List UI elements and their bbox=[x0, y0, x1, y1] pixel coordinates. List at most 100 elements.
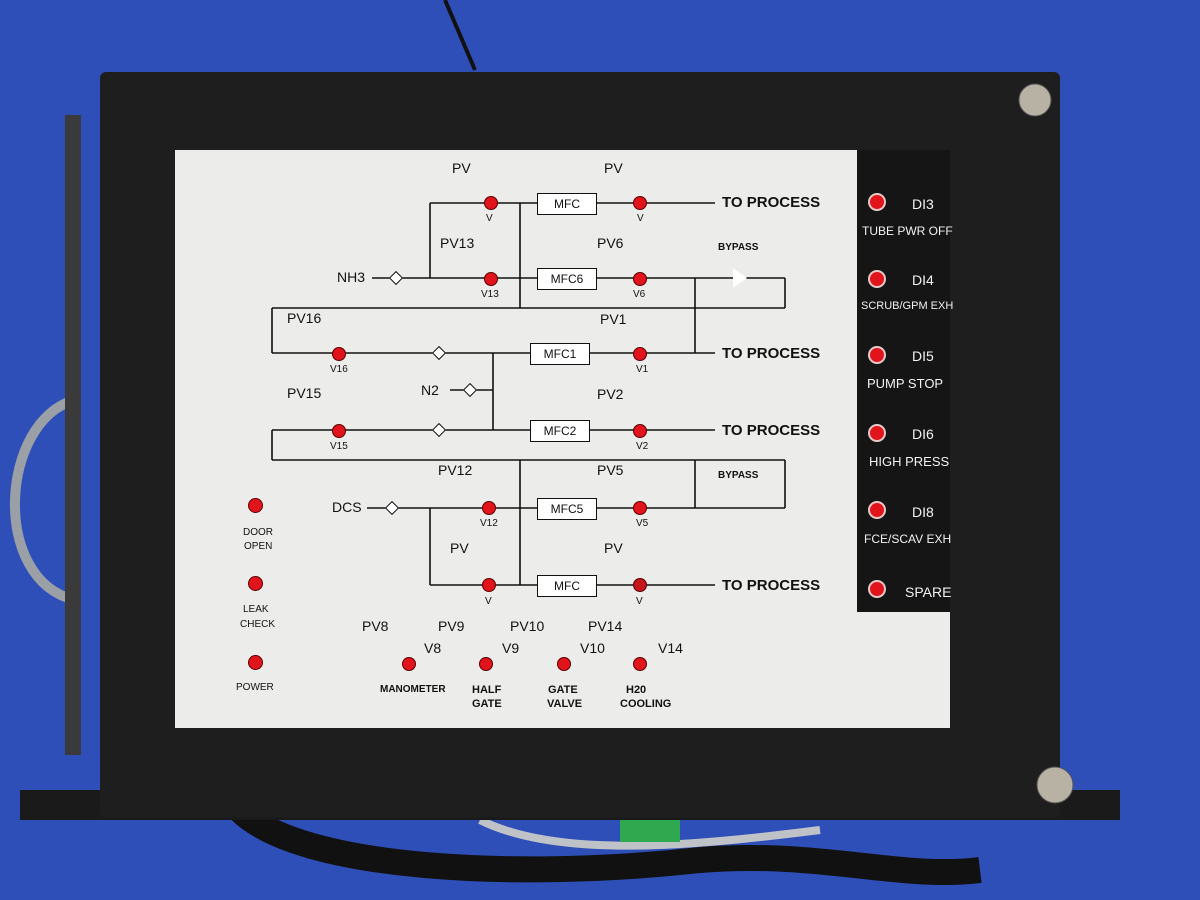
valve-led bbox=[633, 501, 647, 515]
side-code-di3: DI3 bbox=[912, 196, 934, 212]
indicator-label-leak: LEAK bbox=[243, 604, 269, 615]
bypass-label-1: BYPASS bbox=[718, 242, 759, 253]
side-led-di5 bbox=[868, 346, 886, 364]
valve-label-v-r6b: V bbox=[636, 596, 643, 607]
source-n2: N2 bbox=[421, 382, 439, 398]
side-cable bbox=[9, 395, 77, 605]
source-nh3: NH3 bbox=[337, 269, 366, 285]
bottom-valve-pv14: PV14 bbox=[588, 618, 623, 634]
valve-label-v-r1b: V bbox=[637, 213, 644, 224]
source-dcs: DCS bbox=[332, 499, 362, 515]
mfc-box-1b: MFC1 bbox=[530, 343, 590, 365]
indicator-label-open: OPEN bbox=[244, 541, 273, 552]
bottom-valve-caption-valve: VALVE bbox=[547, 698, 583, 710]
check-valve-icon bbox=[462, 382, 478, 398]
side-desc-di8: FCE/SCAV EXH bbox=[864, 532, 952, 546]
bottom-valve-caption-gate: GATE bbox=[472, 698, 502, 710]
valve-led bbox=[332, 347, 346, 361]
valve-label-v2: V2 bbox=[636, 441, 649, 452]
side-led-di6 bbox=[868, 424, 886, 442]
side-desc-di6: HIGH PRESS bbox=[869, 454, 950, 469]
valve-label-v15: V15 bbox=[330, 441, 348, 452]
indicator-led-power bbox=[248, 655, 263, 670]
side-led-di3 bbox=[868, 193, 886, 211]
side-code-di4: DI4 bbox=[912, 272, 934, 288]
valve-label-v12: V12 bbox=[480, 518, 498, 529]
mfc-box-bottom: MFC bbox=[537, 575, 597, 597]
mfc-box-5: MFC5 bbox=[537, 498, 597, 520]
valve-label-pv-r1b: PV bbox=[604, 160, 623, 176]
bottom-valve-v8: V8 bbox=[424, 640, 442, 656]
valve-led bbox=[484, 196, 498, 210]
bottom-valve-pv8: PV8 bbox=[362, 618, 389, 634]
side-led-di4 bbox=[868, 270, 886, 288]
valve-led bbox=[557, 657, 571, 671]
bottom-valve-caption-cooling: COOLING bbox=[620, 698, 672, 710]
valve-led bbox=[482, 501, 496, 515]
valve-label-pv2: PV2 bbox=[597, 386, 624, 402]
valve-led bbox=[633, 196, 647, 210]
side-code-di8: DI8 bbox=[912, 504, 934, 520]
valve-label-pv12: PV12 bbox=[438, 462, 473, 478]
check-valve-icon bbox=[384, 500, 400, 516]
mfc-box-6: MFC6 bbox=[537, 268, 597, 290]
valve-led bbox=[633, 347, 647, 361]
valve-label-pv13: PV13 bbox=[440, 235, 475, 251]
indicator-label-door: DOOR bbox=[243, 527, 273, 538]
bypass-label-2: BYPASS bbox=[718, 470, 759, 481]
valve-label-v-r6a: V bbox=[485, 596, 492, 607]
bottom-valve-v10: V10 bbox=[580, 640, 605, 656]
valve-label-pv1: PV1 bbox=[600, 311, 627, 327]
side-desc-spare: SPARE bbox=[905, 584, 952, 600]
valve-label-v6: V6 bbox=[633, 289, 646, 300]
side-led-di8 bbox=[868, 501, 886, 519]
valve-label-pv16: PV16 bbox=[287, 310, 322, 326]
hinge bbox=[65, 115, 81, 755]
to-process-label-4: TO PROCESS bbox=[722, 577, 821, 594]
to-process-label-2: TO PROCESS bbox=[722, 345, 821, 362]
valve-led bbox=[484, 272, 498, 286]
check-valve-icon bbox=[388, 270, 404, 286]
bottom-valve-caption-half: HALF bbox=[472, 684, 502, 696]
indicator-led-door bbox=[248, 498, 263, 513]
valve-label-pv-r1a: PV bbox=[452, 160, 471, 176]
valve-led bbox=[633, 272, 647, 286]
top-wire bbox=[443, 0, 477, 71]
bottom-valve-pv10: PV10 bbox=[510, 618, 545, 634]
valve-led bbox=[479, 657, 493, 671]
bottom-valve-caption-gate2: GATE bbox=[548, 684, 578, 696]
mfc-box-1: MFC bbox=[537, 193, 597, 215]
indicator-label-power: POWER bbox=[236, 682, 274, 693]
valve-label-pv6: PV6 bbox=[597, 235, 624, 251]
valve-led bbox=[633, 578, 647, 592]
valve-led bbox=[633, 424, 647, 438]
grey-cable bbox=[478, 816, 821, 850]
valve-led bbox=[482, 578, 496, 592]
valve-label-pv-r6b: PV bbox=[604, 540, 623, 556]
valve-led bbox=[332, 424, 346, 438]
thumb-screw-top bbox=[1018, 83, 1052, 117]
bottom-valve-v9: V9 bbox=[502, 640, 520, 656]
to-process-label-3: TO PROCESS bbox=[722, 422, 821, 439]
side-code-di6: DI6 bbox=[912, 426, 934, 442]
indicator-label-check: CHECK bbox=[240, 619, 276, 630]
valve-led bbox=[633, 657, 647, 671]
valve-label-v13: V13 bbox=[481, 289, 499, 300]
valve-led bbox=[402, 657, 416, 671]
check-valve-icon bbox=[431, 345, 447, 361]
bottom-valve-pv9: PV9 bbox=[438, 618, 465, 634]
check-valve-icon bbox=[431, 422, 447, 438]
valve-label-v-r1a: V bbox=[486, 213, 493, 224]
bottom-valve-v14: V14 bbox=[658, 640, 683, 656]
indicator-led-leak bbox=[248, 576, 263, 591]
bottom-valve-caption-h20: H20 bbox=[626, 684, 647, 696]
side-code-di5: DI5 bbox=[912, 348, 934, 364]
valve-label-v16: V16 bbox=[330, 364, 348, 375]
mfc-box-2: MFC2 bbox=[530, 420, 590, 442]
side-desc-di5: PUMP STOP bbox=[867, 376, 944, 391]
bottom-valve-caption-manometer: MANOMETER bbox=[380, 684, 446, 695]
cable-bundle bbox=[230, 800, 982, 885]
valve-label-pv-r6a: PV bbox=[450, 540, 469, 556]
side-desc-di4: SCRUB/GPM EXH bbox=[861, 300, 954, 312]
